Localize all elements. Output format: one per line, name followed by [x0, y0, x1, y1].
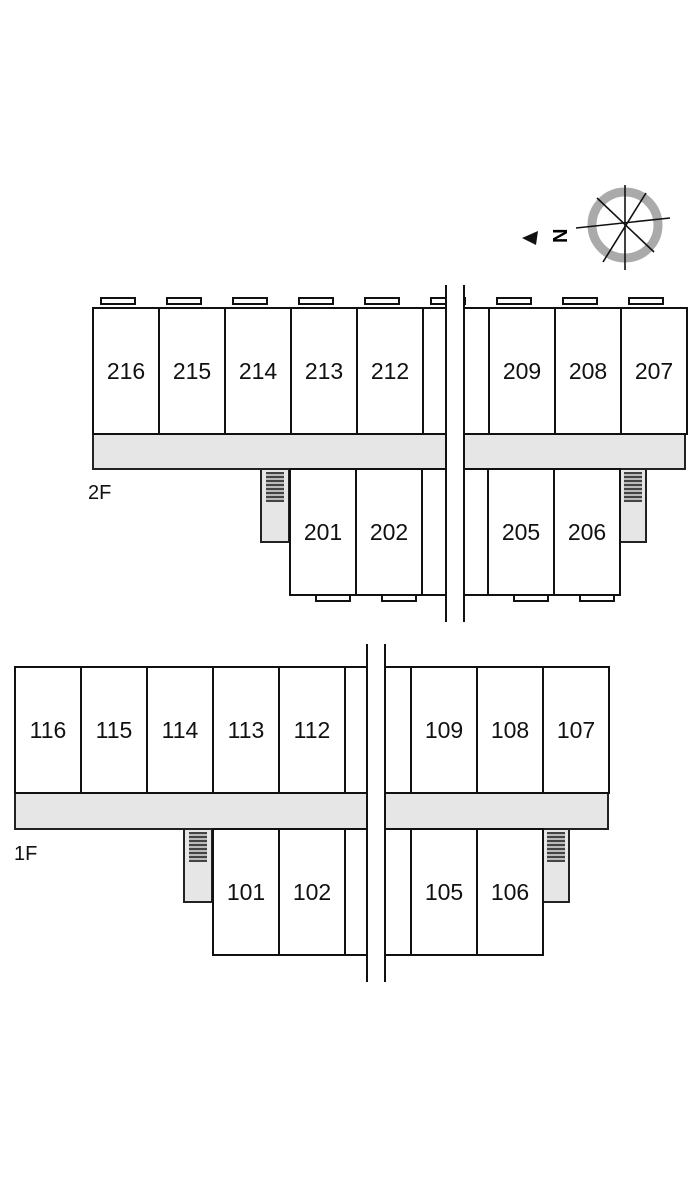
- unit-106: 106: [476, 828, 544, 956]
- balcony: [232, 297, 268, 305]
- unit-202: 202: [355, 468, 423, 596]
- balcony: [628, 297, 664, 305]
- unit-207: 207: [620, 307, 688, 435]
- balcony: [562, 297, 598, 305]
- unit-113: 113: [212, 666, 280, 794]
- break-line: [366, 644, 386, 982]
- balcony: [579, 594, 615, 602]
- unit-209: 209: [488, 307, 556, 435]
- balcony: [315, 594, 351, 602]
- unit-205: 205: [487, 468, 555, 596]
- unit-216: 216: [92, 307, 160, 435]
- balcony: [381, 594, 417, 602]
- unit-116: 116: [14, 666, 82, 794]
- unit-208: 208: [554, 307, 622, 435]
- unit-206: 206: [553, 468, 621, 596]
- unit-109: 109: [410, 666, 478, 794]
- stair-steps-icon: [624, 472, 642, 502]
- unit-115: 115: [80, 666, 148, 794]
- compass-north-label: N: [550, 229, 572, 243]
- floor-label-1f: 1F: [14, 843, 38, 865]
- balcony: [496, 297, 532, 305]
- break-line: [445, 285, 465, 622]
- unit-107: 107: [542, 666, 610, 794]
- unit-105: 105: [410, 828, 478, 956]
- stair-steps-icon: [547, 832, 565, 862]
- stair-steps-icon: [189, 832, 207, 862]
- floor-label-2f: 2F: [88, 482, 112, 504]
- balcony: [298, 297, 334, 305]
- balcony: [364, 297, 400, 305]
- stair-steps-icon: [266, 472, 284, 502]
- balcony: [100, 297, 136, 305]
- unit-101: 101: [212, 828, 280, 956]
- balcony: [166, 297, 202, 305]
- unit-212: 212: [356, 307, 424, 435]
- balcony: [513, 594, 549, 602]
- unit-114: 114: [146, 666, 214, 794]
